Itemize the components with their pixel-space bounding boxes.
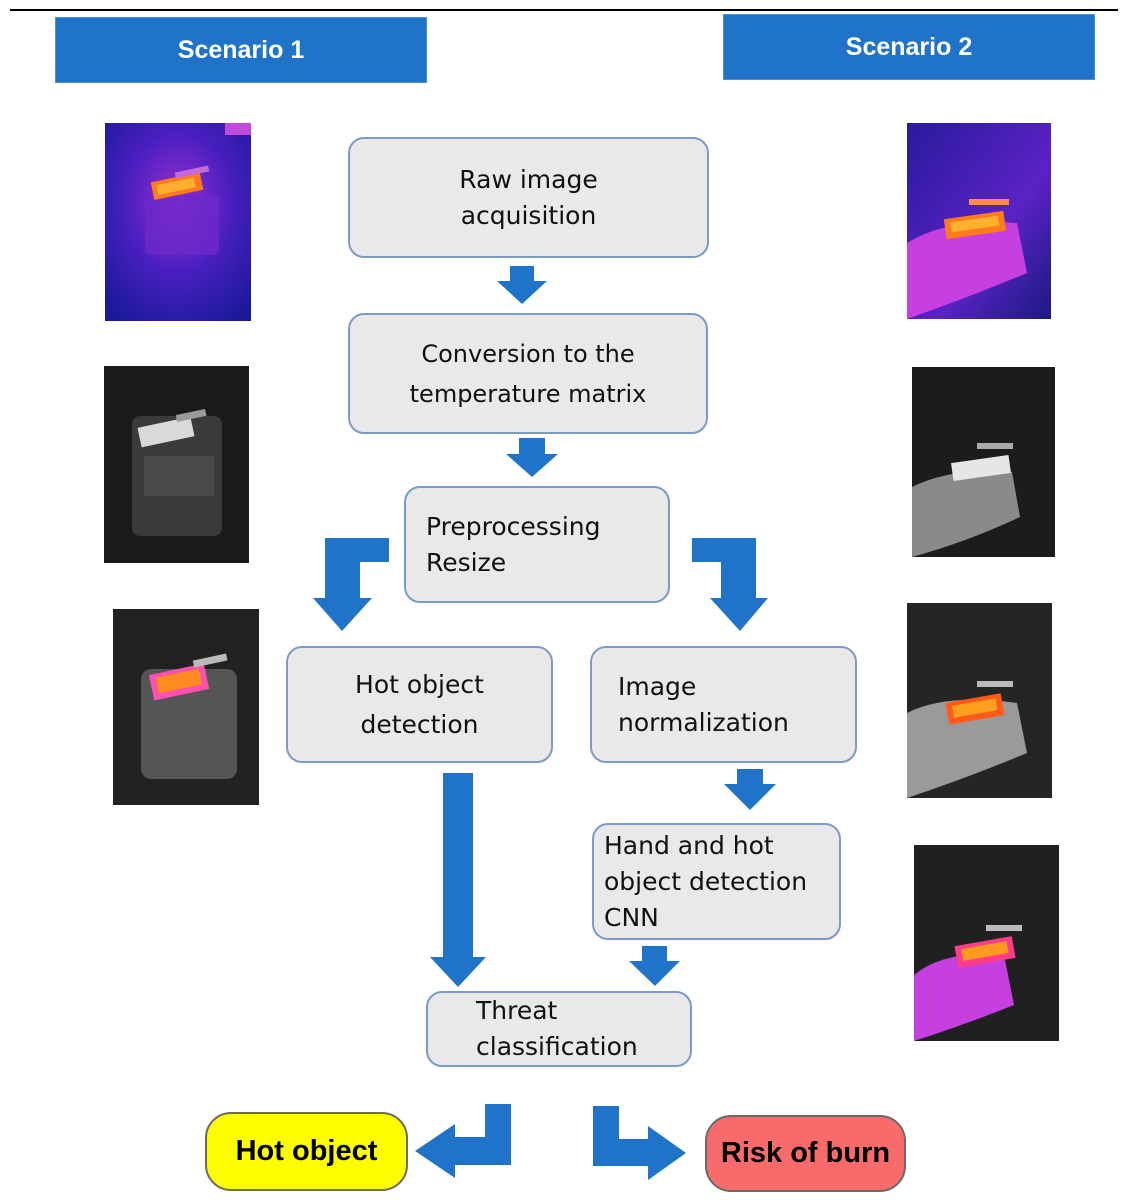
grayscale-with-hot-region-image: [113, 609, 259, 805]
normalization-line-2: normalization: [618, 707, 789, 737]
preprocessing-line-2: Resize: [426, 547, 507, 577]
hand-hot-object-cnn-box: Hand and hot object detection CNN: [592, 823, 841, 940]
segmented-hand-hot-region-image: [914, 845, 1059, 1041]
top-rule: [10, 9, 1118, 11]
preprocessing-line-1: Preprocessing: [426, 511, 601, 541]
arrow-threat-to-risk-of-burn: [593, 1106, 686, 1180]
cnn-line-1: Hand and hot: [604, 830, 774, 860]
thermal-color-hot-plate-image: [105, 123, 251, 321]
arrow-cnn-to-threat: [629, 946, 680, 986]
arrow-conversion-to-preprocessing: [506, 438, 558, 477]
hot-detection-line-1: Hot object: [355, 669, 484, 699]
threat-line-1: Threat: [476, 996, 558, 1025]
raw-line-1: Raw image: [459, 164, 598, 194]
hot-object-result: Hot object: [205, 1112, 408, 1191]
arrow-raw-to-conversion: [497, 266, 547, 304]
arrow-normalization-to-cnn: [724, 769, 776, 810]
preprocessing-box: Preprocessing Resize: [404, 486, 670, 603]
threat-classification-box: Threat classification: [426, 991, 692, 1067]
raw-image-acquisition-box: Raw image acquisition: [348, 137, 709, 258]
grayscale-hand-on-plate-image: [912, 367, 1055, 557]
arrow-hot-detection-to-threat: [430, 773, 486, 987]
grayscale-hot-plate-image: [104, 366, 249, 563]
risk-of-burn-result: Risk of burn: [705, 1115, 906, 1192]
conversion-box: Conversion to the temperature matrix: [348, 313, 708, 434]
hot-object-detection-box: Hot object detection: [286, 646, 553, 763]
cnn-line-3: CNN: [604, 902, 659, 932]
scenario-1-banner: Scenario 1: [55, 17, 427, 83]
grayscale-hand-hot-region-image: [907, 603, 1052, 798]
normalization-line-1: Image: [618, 671, 697, 701]
arrow-preprocessing-to-hot-detection: [313, 538, 389, 631]
conversion-line-2: temperature matrix: [409, 379, 647, 408]
raw-line-2: acquisition: [460, 200, 597, 230]
threat-line-2: classification: [476, 1032, 638, 1061]
image-normalization-box: Image normalization: [590, 646, 857, 763]
conversion-line-1: Conversion to the: [421, 339, 635, 368]
thermal-color-hand-on-plate-image: [907, 123, 1051, 319]
arrow-preprocessing-to-normalization: [692, 538, 768, 631]
scenario-2-banner: Scenario 2: [723, 14, 1095, 80]
arrow-threat-to-hot-object: [415, 1104, 511, 1178]
hot-detection-line-2: detection: [360, 709, 479, 739]
cnn-line-2: object detection: [604, 866, 808, 896]
